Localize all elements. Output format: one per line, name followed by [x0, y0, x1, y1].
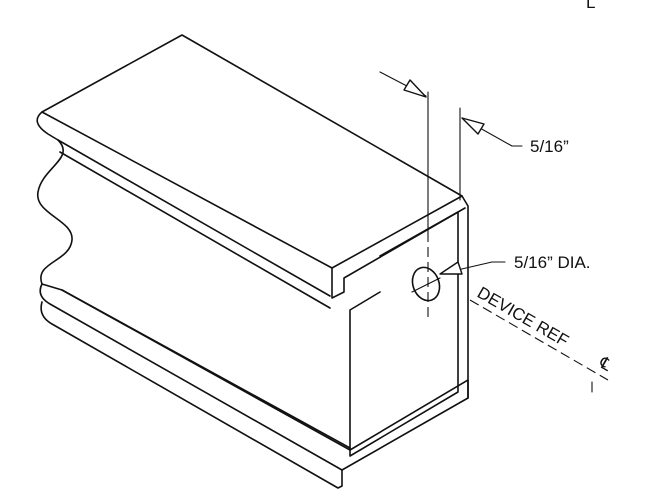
web-break-line — [37, 139, 73, 285]
bottom-flange-inner — [61, 289, 351, 449]
end-face-outer — [461, 195, 469, 399]
centerline-symbol: ℄ — [595, 353, 615, 375]
hole-leader-arrow — [439, 261, 463, 275]
device-centerline — [469, 299, 609, 393]
top-flange — [41, 34, 463, 269]
web-inner-upper — [57, 139, 331, 297]
mounting-hole — [411, 266, 441, 302]
top-flange-lip — [331, 207, 466, 299]
dimension-arrow-left — [403, 79, 427, 98]
dimension-width-label: 5/16” — [530, 137, 569, 156]
channel-body — [36, 34, 469, 489]
bottom-flange-lip — [40, 301, 343, 489]
end-face-edge — [379, 211, 459, 257]
dimension-arrow-right — [461, 117, 485, 135]
hole-diameter-label: 5/16” DIA. — [514, 253, 591, 272]
bottom-flange — [39, 283, 469, 471]
width-dimension — [379, 71, 523, 318]
centerline-label: DEVICE REF — [474, 283, 572, 350]
corner-mark: L — [586, 0, 595, 12]
end-face-inner — [349, 211, 459, 457]
web-inner-upper-2 — [59, 151, 331, 309]
hole-leader — [439, 261, 506, 275]
top-flange-rolled-edge — [36, 111, 59, 141]
